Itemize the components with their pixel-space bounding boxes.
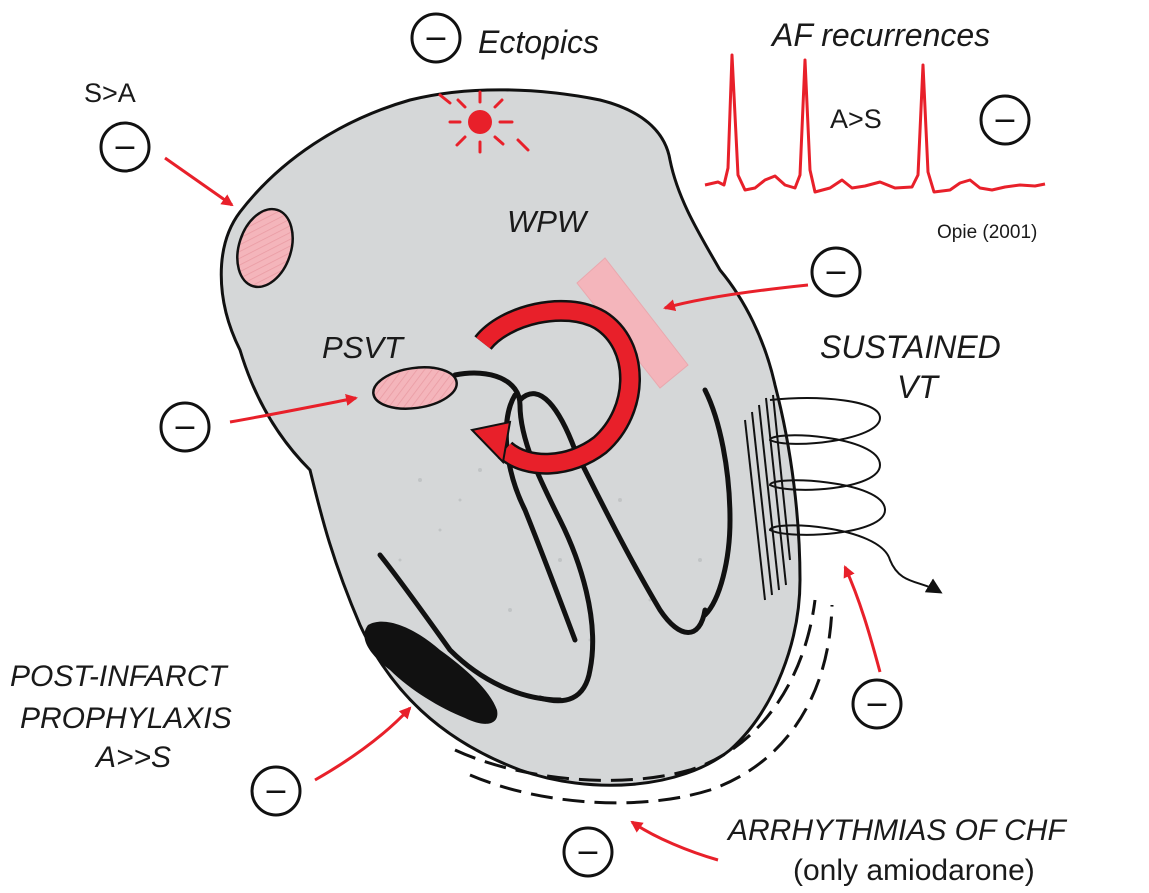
inhibit-symbol-chf: − xyxy=(564,828,612,876)
svg-text:−: − xyxy=(423,21,448,56)
label-vt: VT xyxy=(897,369,940,405)
heart-shape xyxy=(221,90,800,785)
label-s-gt-a: S>A xyxy=(84,78,136,108)
svg-text:−: − xyxy=(823,255,848,290)
label-psvt: PSVT xyxy=(322,330,405,365)
label-only-amiodarone: (only amiodarone) xyxy=(793,854,1035,887)
svg-text:−: − xyxy=(263,774,288,809)
label-ectopics: Ectopics xyxy=(478,24,599,60)
label-wpw: WPW xyxy=(507,204,589,239)
svg-text:−: − xyxy=(172,410,197,445)
inhibit-symbol-psvt: − xyxy=(161,403,209,451)
svg-text:−: − xyxy=(864,687,889,722)
inhibit-symbol-ectopics: − xyxy=(412,14,460,62)
label-sustained: SUSTAINED xyxy=(820,329,1001,365)
inhibit-symbol-sa: − xyxy=(101,123,149,171)
label-arrhythmias-chf: ARRHYTHMIAS OF CHF xyxy=(726,814,1067,847)
label-post-infarct: POST-INFARCT xyxy=(10,660,229,693)
citation: Opie (2001) xyxy=(937,222,1037,243)
inhibit-symbol-vt: − xyxy=(853,680,901,728)
inhibit-symbol-wpw: − xyxy=(812,248,860,296)
label-a-gtgt-s: A>>S xyxy=(94,741,171,774)
label-a-gt-s: A>S xyxy=(830,104,882,134)
inhibit-symbol-af: − xyxy=(981,96,1029,144)
svg-text:−: − xyxy=(992,103,1017,138)
label-prophylaxis: PROPHYLAXIS xyxy=(20,702,232,735)
svg-text:−: − xyxy=(575,835,600,870)
inhibit-symbol-post-infarct: − xyxy=(252,767,300,815)
label-af-recurrences: AF recurrences xyxy=(770,17,990,53)
svg-text:−: − xyxy=(112,130,137,165)
